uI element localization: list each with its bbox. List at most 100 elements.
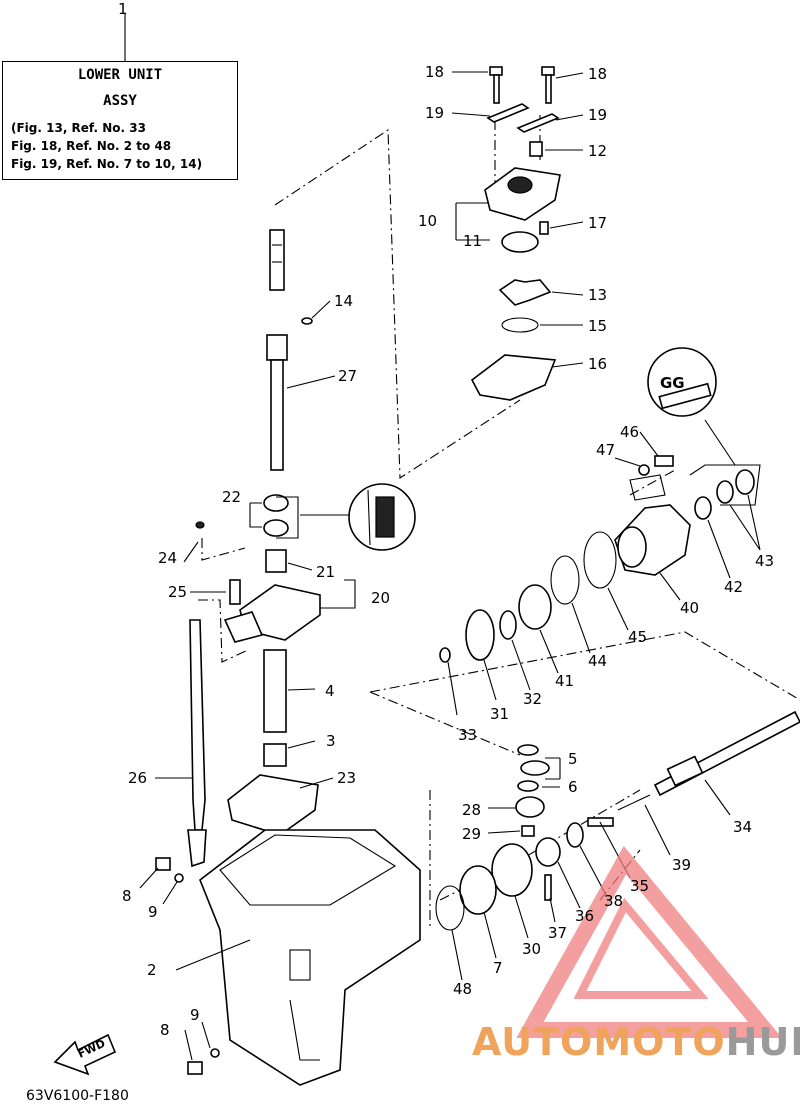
bracket-bolt — [229, 579, 241, 605]
pump-bolts — [489, 66, 555, 104]
pinion — [515, 796, 545, 818]
callout-1: 1 — [118, 0, 128, 18]
seal-symbol: GG — [660, 374, 685, 392]
callout-11: 11 — [463, 232, 482, 250]
bearing-upper — [263, 494, 289, 512]
lower-gasket — [227, 774, 319, 836]
callout-22: 22 — [222, 488, 241, 506]
leader-seal-upper — [704, 419, 736, 466]
shift-rod — [189, 619, 206, 831]
taper-bearing — [459, 865, 497, 915]
callout-10: 10 — [418, 212, 437, 230]
forward-direction-arrow — [53, 1033, 117, 1076]
callout-8-lower: 8 — [160, 1021, 170, 1039]
callout-29: 29 — [462, 825, 481, 843]
pump-plate-left — [486, 103, 530, 123]
shim-small — [439, 647, 451, 663]
diagram-reference-code: 63V6100-F180 — [26, 1088, 129, 1104]
woodruff-key — [301, 317, 313, 325]
callout-13: 13 — [588, 286, 607, 304]
callout-5: 5 — [568, 750, 578, 768]
gasket-upper — [174, 873, 184, 883]
gasket-lower — [210, 1048, 220, 1058]
callout-35: 35 — [630, 877, 649, 895]
callout-42: 42 — [724, 578, 743, 596]
callout-28: 28 — [462, 801, 481, 819]
pump-plate-right — [516, 113, 560, 133]
callout-6: 6 — [568, 778, 578, 796]
callout-12: 12 — [588, 142, 607, 160]
drive-shaft-tube — [263, 649, 287, 733]
housing-bore — [617, 526, 647, 568]
pump-o-ring — [501, 317, 539, 333]
housing-bolt — [654, 455, 674, 467]
dog-clutch — [535, 837, 561, 867]
callout-44: 44 — [588, 652, 607, 670]
callout-33: 33 — [458, 726, 477, 744]
bearing-5 — [520, 760, 550, 776]
watermark-text-primary: AUTOMOTO — [472, 1020, 726, 1064]
pin-ring — [566, 822, 584, 848]
title-box: LOWER UNIT ASSY (Fig. 13, Ref. No. 33 Fi… — [2, 61, 238, 180]
callout-3: 3 — [326, 732, 336, 750]
callout-26: 26 — [128, 769, 147, 787]
thrust-washer — [499, 610, 517, 640]
propeller-shaft — [653, 710, 800, 797]
shift-rod-lever — [187, 829, 207, 868]
seal-bracket — [689, 464, 761, 506]
callout-30: 30 — [522, 940, 541, 958]
callout-31: 31 — [490, 705, 509, 723]
callout-21: 21 — [316, 563, 335, 581]
shim-6 — [517, 780, 539, 792]
watermark-logo — [516, 845, 782, 1038]
shim-48 — [435, 885, 465, 931]
callout-14: 14 — [334, 292, 353, 310]
watermark-text-secondary: HUB — [725, 1020, 800, 1064]
callout-7: 7 — [493, 959, 503, 977]
spring — [617, 794, 651, 811]
callout-47: 47 — [596, 441, 615, 459]
seal-detail-lower — [348, 483, 416, 551]
reference-line-1: (Fig. 13, Ref. No. 33 — [11, 121, 146, 135]
title-line-2: ASSY — [103, 93, 137, 109]
callout-18-left: 18 — [425, 63, 444, 81]
callout-39: 39 — [672, 856, 691, 874]
drain-screw-upper — [155, 857, 171, 871]
callout-43: 43 — [755, 552, 774, 570]
lower-bushing — [263, 743, 287, 767]
oil-seal-2 — [735, 469, 755, 495]
shim-5a — [517, 744, 539, 756]
pump-housing-outlet — [507, 176, 533, 194]
reference-line-2: Fig. 18, Ref. No. 2 to 48 — [11, 139, 172, 153]
callout-27: 27 — [338, 367, 357, 385]
callout-4: 4 — [325, 682, 335, 700]
callout-38: 38 — [604, 892, 623, 910]
pump-pin — [539, 221, 549, 235]
callout-40: 40 — [680, 599, 699, 617]
watermark-text: AUTOMOTOHUB — [472, 1020, 800, 1064]
pump-insert-cartridge — [501, 231, 539, 253]
bolt-bracket — [629, 474, 666, 501]
bolt-washer — [638, 464, 650, 476]
pump-housing — [484, 167, 561, 221]
callout-16: 16 — [588, 355, 607, 373]
o-ring-44 — [550, 555, 580, 605]
title-line-1: LOWER UNIT — [77, 67, 163, 83]
ball-bearing-41 — [518, 584, 552, 630]
drain-screw-lower — [187, 1061, 203, 1075]
oil-seal-1 — [716, 480, 734, 504]
reference-line-3: Fig. 19, Ref. No. 7 to 10, 14) — [11, 157, 203, 171]
pump-insert — [529, 141, 543, 157]
callout-15: 15 — [588, 317, 607, 335]
callout-45: 45 — [628, 628, 647, 646]
callout-19-left: 19 — [425, 104, 444, 122]
callout-19-right: 19 — [588, 106, 607, 124]
lower-case — [199, 829, 421, 1086]
leader-lines — [139, 71, 761, 1061]
o-ring-45 — [583, 531, 617, 589]
callout-20: 20 — [371, 589, 390, 607]
callout-34: 34 — [733, 818, 752, 836]
callout-9-lower: 9 — [190, 1006, 200, 1024]
callout-24: 24 — [158, 549, 177, 567]
